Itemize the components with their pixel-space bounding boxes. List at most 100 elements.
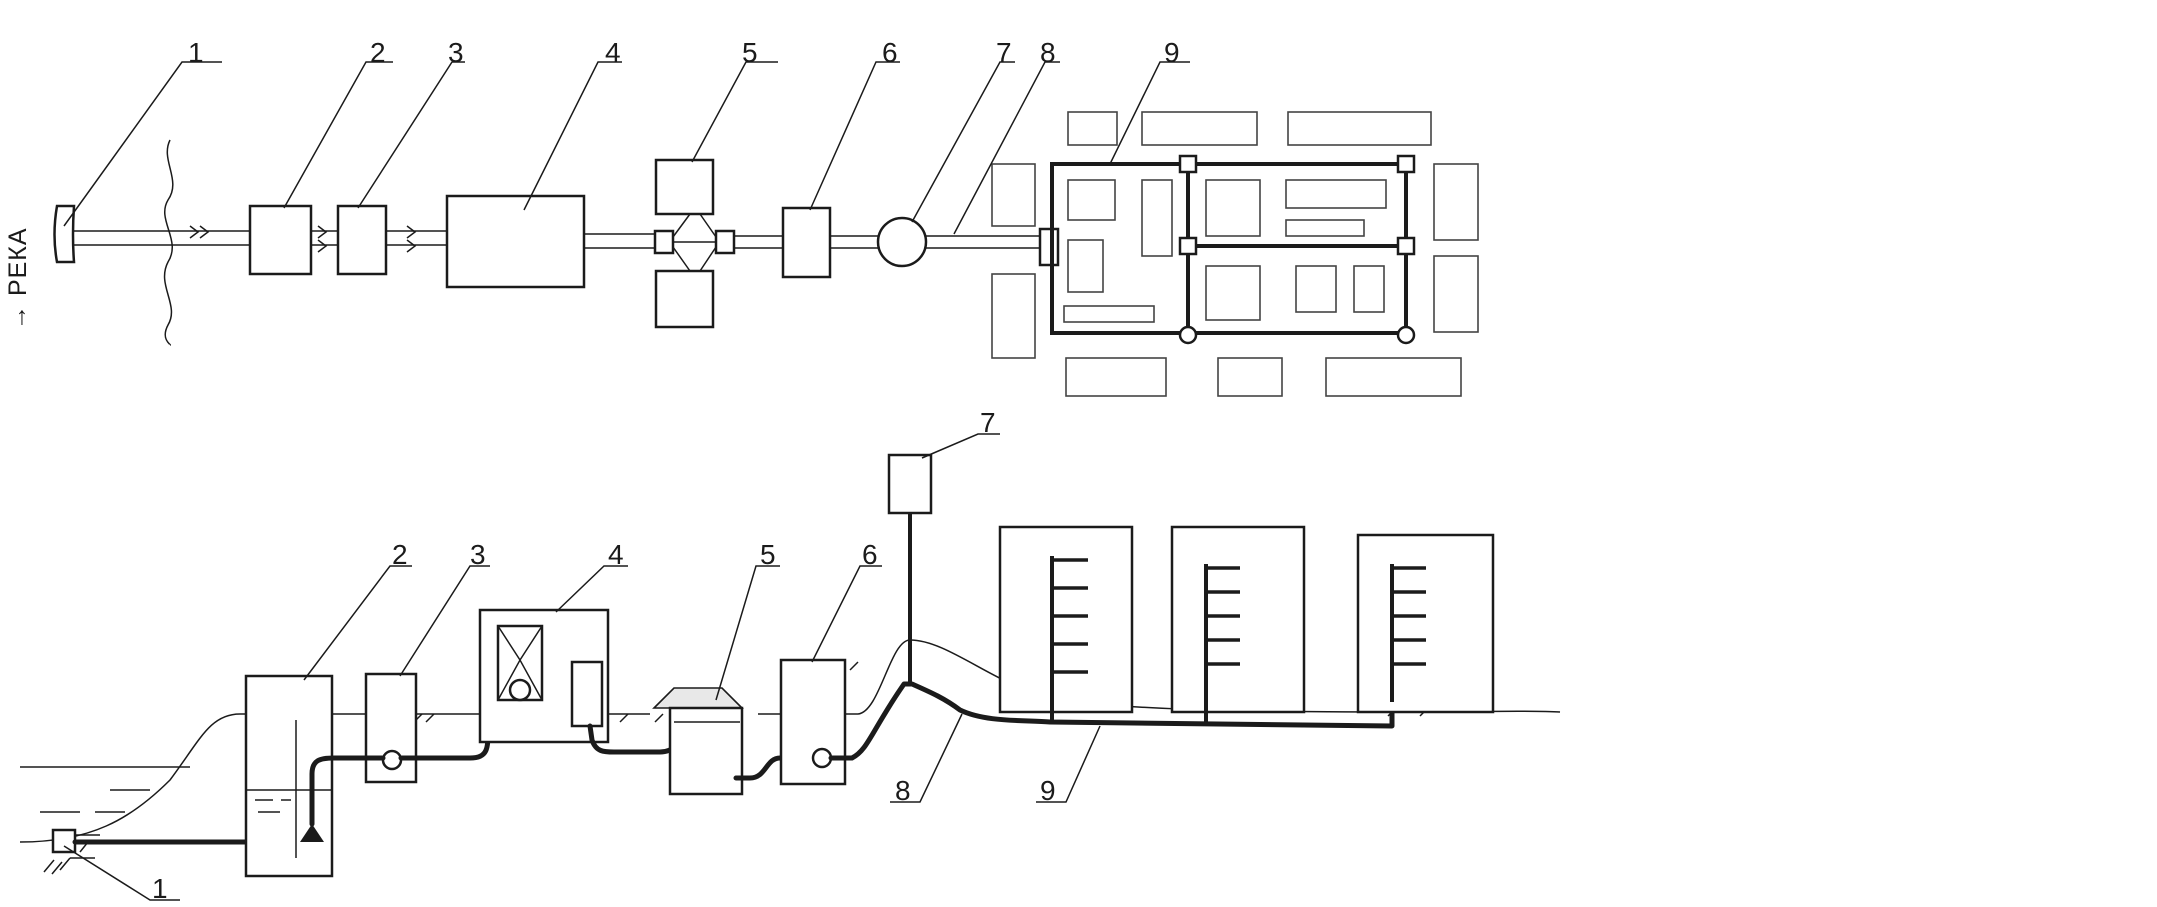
- plan-leader-3: [357, 61, 465, 209]
- plan-node-e: [1178, 325, 1198, 345]
- plan-flow-arrow-3: [406, 225, 417, 253]
- plan-block: [1141, 111, 1258, 146]
- plan-block: [1205, 179, 1261, 237]
- plan-label-7: 7: [996, 37, 1012, 68]
- profile-building-3: [1356, 533, 1495, 714]
- profile-leader-4: [555, 565, 628, 613]
- profile-structure-5: [668, 706, 744, 796]
- plan-block: [1065, 357, 1167, 397]
- plan-node-f: [1396, 325, 1416, 345]
- profile-label-2: 2: [392, 539, 408, 570]
- filter-4-cone: [497, 625, 543, 701]
- plan-box-3: [336, 204, 388, 276]
- plan-block: [1217, 357, 1283, 397]
- plan-block: [1287, 111, 1432, 146]
- plan-leader-2: [283, 61, 393, 209]
- profile-label-6: 6: [862, 539, 878, 570]
- plan-tower-7: [876, 216, 928, 268]
- plan-label-3: 3: [448, 37, 464, 68]
- reservoir-5-cover: [652, 687, 744, 709]
- profile-label-3: 3: [470, 539, 486, 570]
- plan-block: [1433, 255, 1479, 333]
- profile-structure-2: [244, 674, 334, 878]
- filter-4-circle: [508, 678, 532, 702]
- profile-view: 1 2 3 4 5 6 7 8 9: [19, 407, 1561, 904]
- plan-leader-6: [809, 61, 900, 211]
- pump-6: [811, 747, 833, 769]
- plan-label-8: 8: [1040, 37, 1056, 68]
- plan-block: [1067, 111, 1118, 146]
- plan-box-5-top: [654, 158, 715, 216]
- profile-intake-1: [51, 828, 77, 854]
- plan-box-5-bottom: [654, 269, 715, 329]
- plan-flow-arrow-2: [317, 225, 328, 253]
- plan-leader-8: [953, 61, 1060, 235]
- plan-node-d: [1396, 236, 1416, 256]
- clarifier-4: [570, 660, 604, 728]
- plan-label-6: 6: [882, 37, 898, 68]
- plan-intake-head: [53, 204, 76, 264]
- profile-leader-7: [921, 433, 1000, 459]
- structure-2-water-marks: [255, 799, 291, 813]
- plan-leader-9: [1109, 61, 1190, 165]
- plan-block: [1067, 179, 1116, 221]
- profile-label-9: 9: [1040, 775, 1056, 806]
- structure-2-strainer: [300, 824, 324, 842]
- profile-leader-8: [890, 713, 963, 803]
- profile-leader-2: [303, 565, 412, 681]
- plan-flow-arrow-1: [189, 225, 210, 239]
- building-2-riser: [1204, 564, 1240, 724]
- profile-tower-7: [887, 453, 933, 515]
- pump-3: [381, 749, 403, 771]
- plan-node-c: [1178, 236, 1198, 256]
- bank-slope: [19, 713, 246, 843]
- plan-block: [1295, 265, 1337, 313]
- profile-pipe-main-8: [828, 681, 1395, 761]
- profile-leader-3: [399, 565, 490, 677]
- plan-node-a: [1178, 154, 1198, 174]
- plan-block: [991, 163, 1036, 227]
- plan-block: [1067, 239, 1104, 293]
- plan-label-2: 2: [370, 37, 386, 68]
- profile-leader-5: [715, 565, 780, 701]
- plan-valve-8: [1038, 227, 1060, 267]
- profile-leader-9: [1036, 725, 1101, 803]
- plan-label-9: 9: [1164, 37, 1180, 68]
- plan-manifold-5: [672, 213, 717, 272]
- plan-block: [1063, 305, 1155, 323]
- plan-label-4: 4: [605, 37, 621, 68]
- plan-block: [1353, 265, 1385, 313]
- plan-box-6: [781, 206, 832, 279]
- profile-leader-1: [63, 845, 180, 901]
- plan-shoreline: [163, 139, 174, 346]
- profile-label-8: 8: [895, 775, 911, 806]
- plan-box-4: [445, 194, 586, 289]
- profile-building-1: [998, 525, 1134, 714]
- plan-leader-4: [523, 61, 622, 211]
- profile-label-5: 5: [760, 539, 776, 570]
- river-waves: [40, 789, 150, 859]
- profile-label-1: 1: [152, 873, 168, 904]
- plan-label-5: 5: [742, 37, 758, 68]
- plan-block: [1433, 163, 1479, 241]
- plan-view: → РЕКА: [4, 37, 1479, 397]
- plan-valve-5-left: [653, 229, 675, 255]
- plan-block: [1285, 179, 1387, 209]
- building-3-riser: [1390, 564, 1426, 702]
- plan-node-b: [1396, 154, 1416, 174]
- plan-block: [1285, 219, 1365, 237]
- building-1-riser: [1050, 556, 1088, 724]
- river-label: → РЕКА: [4, 227, 32, 330]
- profile-label-7: 7: [980, 407, 996, 438]
- plan-label-1: 1: [188, 37, 204, 68]
- plan-leader-1: [63, 61, 222, 227]
- intake-hatching: [43, 841, 89, 875]
- plan-valve-5-right: [714, 229, 736, 255]
- plan-block: [1325, 357, 1462, 397]
- plan-block: [1205, 265, 1261, 321]
- plan-box-2: [248, 204, 313, 276]
- plan-leader-5: [691, 61, 778, 163]
- profile-structure-6: [779, 658, 847, 786]
- profile-leader-6: [811, 565, 882, 663]
